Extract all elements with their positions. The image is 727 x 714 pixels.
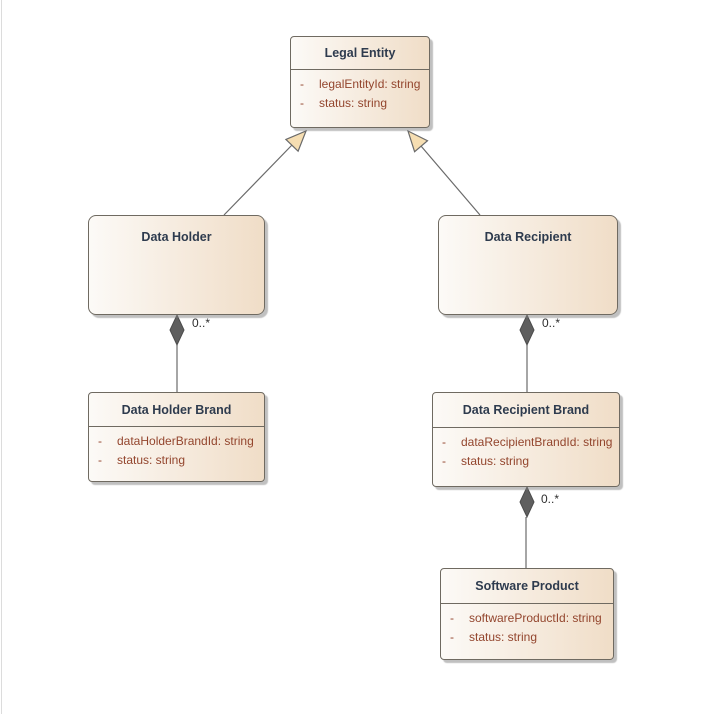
attributes-compartment: - softwareProductId: string - status: st… xyxy=(441,604,613,646)
class-header: Software Product xyxy=(441,569,613,604)
visibility-marker: - xyxy=(442,453,446,468)
attribute-text: status: string xyxy=(319,95,388,110)
visibility-marker: - xyxy=(300,95,304,110)
class-title: Data Holder Brand xyxy=(121,402,232,417)
attribute-row[interactable]: - status: string xyxy=(433,451,619,470)
composition-data-holder-to-data-holder-brand[interactable] xyxy=(169,313,185,392)
attribute-row[interactable]: - status: string xyxy=(441,627,613,646)
class-title: Data Holder xyxy=(141,230,212,244)
class-header: Legal Entity xyxy=(291,37,429,70)
canvas-edge-line xyxy=(1,0,2,714)
generalization-arrowhead-icon xyxy=(284,129,308,153)
class-title: Software Product xyxy=(475,579,579,593)
composition-data-recipient-brand-to-software-product[interactable] xyxy=(519,485,535,568)
attribute-text: dataRecipientBrandId: string xyxy=(461,434,613,449)
attribute-row[interactable]: - legalEntityId: string xyxy=(291,74,429,93)
visibility-marker: - xyxy=(98,433,102,448)
class-data-recipient[interactable]: Data Recipient xyxy=(438,215,618,315)
attribute-text: legalEntityId: string xyxy=(319,76,421,91)
class-header: Data Recipient Brand xyxy=(433,393,619,428)
attribute-row[interactable]: - dataHolderBrandId: string xyxy=(89,431,264,450)
class-title: Data Recipient Brand xyxy=(462,403,590,417)
attributes-compartment: - dataHolderBrandId: string - status: st… xyxy=(89,427,264,469)
visibility-marker: - xyxy=(450,610,454,625)
visibility-marker: - xyxy=(450,629,454,644)
attribute-row[interactable]: - status: string xyxy=(291,93,429,112)
attribute-text: status: string xyxy=(469,629,538,644)
class-legal-entity[interactable]: Legal Entity - legalEntityId: string - s… xyxy=(290,36,430,128)
generalization-data-recipient-to-legal-entity[interactable] xyxy=(406,129,481,216)
generalization-line[interactable] xyxy=(420,145,481,216)
visibility-marker: - xyxy=(442,434,446,449)
visibility-marker: - xyxy=(98,452,102,467)
composition-diamond-icon xyxy=(519,313,535,347)
composition-diamond-icon xyxy=(169,313,185,347)
generalization-arrowhead-icon xyxy=(406,129,429,153)
class-title: Data Recipient xyxy=(484,230,572,244)
multiplicity-label: 0..* xyxy=(192,316,211,330)
composition-data-recipient-to-data-recipient-brand[interactable] xyxy=(519,313,535,392)
attribute-row[interactable]: - status: string xyxy=(89,450,264,469)
generalization-line[interactable] xyxy=(223,144,293,216)
class-data-holder[interactable]: Data Holder xyxy=(88,215,265,315)
attribute-row[interactable]: - softwareProductId: string xyxy=(441,608,613,627)
attribute-text: status: string xyxy=(117,452,186,467)
attributes-compartment: - dataRecipientBrandId: string - status:… xyxy=(433,428,619,470)
class-data-recipient-brand[interactable]: Data Recipient Brand - dataRecipientBran… xyxy=(432,392,620,487)
class-software-product[interactable]: Software Product - softwareProductId: st… xyxy=(440,568,614,660)
class-data-holder-brand[interactable]: Data Holder Brand - dataHolderBrandId: s… xyxy=(88,392,265,482)
class-title: Legal Entity xyxy=(324,46,396,60)
class-header: Data Holder Brand xyxy=(89,393,264,427)
multiplicity-label: 0..* xyxy=(541,492,560,506)
visibility-marker: - xyxy=(300,76,304,91)
composition-diamond-icon xyxy=(519,485,535,519)
attribute-row[interactable]: - dataRecipientBrandId: string xyxy=(433,432,619,451)
attribute-text: status: string xyxy=(461,453,530,468)
attributes-compartment: - legalEntityId: string - status: string xyxy=(291,70,429,112)
attribute-text: softwareProductId: string xyxy=(469,610,602,625)
multiplicity-label: 0..* xyxy=(542,316,561,330)
attribute-text: dataHolderBrandId: string xyxy=(117,433,254,448)
generalization-data-holder-to-legal-entity[interactable] xyxy=(223,129,308,216)
